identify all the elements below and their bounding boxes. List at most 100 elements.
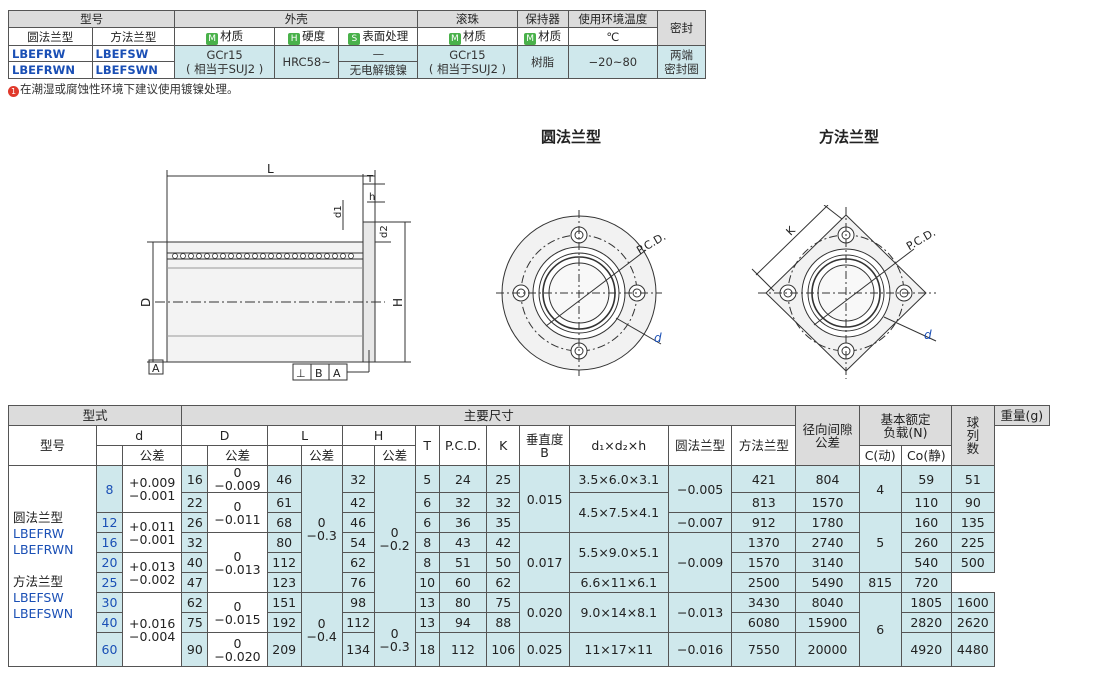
spec-shell-material: GCr15( 相当于SUJ2 ) [174, 45, 275, 79]
L-tol: 0−0.4 [300, 592, 343, 667]
weight-round-value: 260 [900, 532, 953, 553]
pcd-value: 51 [438, 552, 488, 573]
datum-A-ref: A [333, 367, 341, 380]
header-model: 型号 [8, 425, 97, 466]
drawing-title-square: 方法兰型 [819, 128, 880, 146]
perp-value: 0.025 [519, 632, 570, 667]
weight-square-value: 720 [900, 572, 953, 593]
header-c-dynamic: C(动) [858, 445, 902, 466]
d-tol: +0.009−0.001 [121, 465, 183, 513]
surface-badge-icon: S [348, 33, 361, 45]
radial-value: −0.013 [667, 592, 733, 633]
header-T: T [414, 425, 440, 466]
header-d-blank [96, 445, 123, 466]
c-static-value: 1570 [795, 492, 860, 513]
header-main-dimensions: 主要尺寸 [181, 405, 797, 426]
D-value: 90 [181, 632, 209, 667]
header-L: L [266, 425, 343, 446]
pcd-value: 36 [438, 512, 488, 533]
pcd-value: 43 [438, 532, 488, 553]
L-value: 61 [266, 492, 302, 513]
weight-round-value: 2820 [900, 612, 953, 633]
weight-round-value: 59 [900, 465, 953, 493]
model-names: 圆法兰型 LBEFRW LBEFRWN 方法兰型 LBEFSW LBEFSWN [8, 465, 97, 667]
perp-value: 0.015 [519, 465, 570, 533]
K-value: 35 [486, 512, 521, 533]
spec-header-retainer: 保持器 [516, 10, 569, 28]
spec-header-ball: 滚珠 [417, 10, 518, 28]
weight-square-value: 4480 [951, 632, 995, 667]
c-dyn-value: 421 [731, 465, 797, 493]
T-value: 6 [414, 492, 440, 513]
D-tol: 0−0.013 [207, 532, 268, 593]
c-dyn-value: 3430 [731, 592, 797, 613]
header-d-tol: 公差 [121, 445, 183, 466]
dim-H-label: H [391, 298, 405, 307]
D-value: 47 [181, 572, 209, 593]
pcd-label-square: P.C.D. [904, 226, 938, 253]
c-dyn-value: 2500 [731, 572, 797, 593]
weight-square-value: 225 [951, 532, 995, 553]
D-value: 16 [181, 465, 209, 493]
L-tol: 0−0.3 [300, 465, 343, 593]
D-value: 40 [181, 552, 209, 573]
header-d: d [95, 425, 183, 446]
T-value: 18 [414, 632, 440, 667]
spec-round-code-2: LBEFRWN [8, 61, 93, 79]
pcd-value: 24 [438, 465, 488, 493]
K-value: 88 [486, 612, 521, 633]
header-ball-rows: 球列数 [951, 405, 995, 466]
c-dyn-value: 1370 [731, 532, 797, 553]
D-value: 62 [181, 592, 209, 613]
H-value: 54 [341, 532, 375, 553]
material-badge-icon: M [206, 33, 219, 45]
datum-A-label: A [152, 362, 160, 375]
weight-round-value: 1805 [900, 592, 953, 613]
hole-value: 3.5×6.0×3.1 [568, 465, 669, 493]
spec-surface-2: 无电解镀镍 [338, 61, 419, 79]
round-flange-drawing: P.C.D. d [496, 210, 668, 376]
c-dyn-value: 912 [731, 512, 797, 533]
H-value: 134 [341, 632, 375, 667]
header-D-tol: 公差 [207, 445, 268, 466]
c-static-value: 20000 [795, 632, 860, 667]
L-value: 151 [266, 592, 302, 613]
c-static-value: 804 [795, 465, 860, 493]
D-tol: 0−0.011 [207, 492, 268, 533]
c-static-value: 8040 [795, 592, 860, 613]
weight-round-value: 110 [900, 492, 953, 513]
D-value: 22 [181, 492, 209, 513]
radial-value: −0.005 [667, 465, 733, 513]
weight-round-value: 540 [900, 552, 953, 573]
spec-retainer-material: 树脂 [516, 45, 569, 79]
header-weight-square: 方法兰型 [731, 425, 797, 466]
spec-round-code-1: LBEFRW [8, 45, 93, 62]
perp-value: 0.017 [519, 532, 570, 593]
header-H: H [341, 425, 416, 446]
weight-round-value: 4920 [900, 632, 953, 667]
weight-square-value: 135 [951, 512, 995, 533]
perpendicularity-symbol: ⊥ [296, 367, 306, 380]
d-value: 12 [96, 512, 123, 533]
L-value: 68 [266, 512, 302, 533]
T-value: 5 [414, 465, 440, 493]
header-K: K [486, 425, 521, 466]
header-H-tol: 公差 [373, 445, 416, 466]
spec-temp-range: −20~80 [567, 45, 659, 79]
spec-surface-1: — [338, 45, 419, 62]
side-view-drawing: L T h d1 d2 D H A ⊥ B A [139, 162, 411, 381]
T-value: 6 [414, 512, 440, 533]
radial-value: −0.016 [667, 632, 733, 667]
L-value: 112 [266, 552, 302, 573]
d-tol: +0.011−0.001 [121, 512, 183, 553]
weight-square-value: 51 [951, 465, 995, 493]
spec-square-code-1: LBEFSW [91, 45, 176, 62]
spec-seal: 两端密封圈 [657, 45, 706, 79]
datum-B-ref: B [315, 367, 323, 380]
L-value: 192 [266, 612, 302, 633]
material-badge-icon: M [524, 33, 537, 45]
D-value: 32 [181, 532, 209, 553]
D-tol: 0−0.015 [207, 592, 268, 633]
